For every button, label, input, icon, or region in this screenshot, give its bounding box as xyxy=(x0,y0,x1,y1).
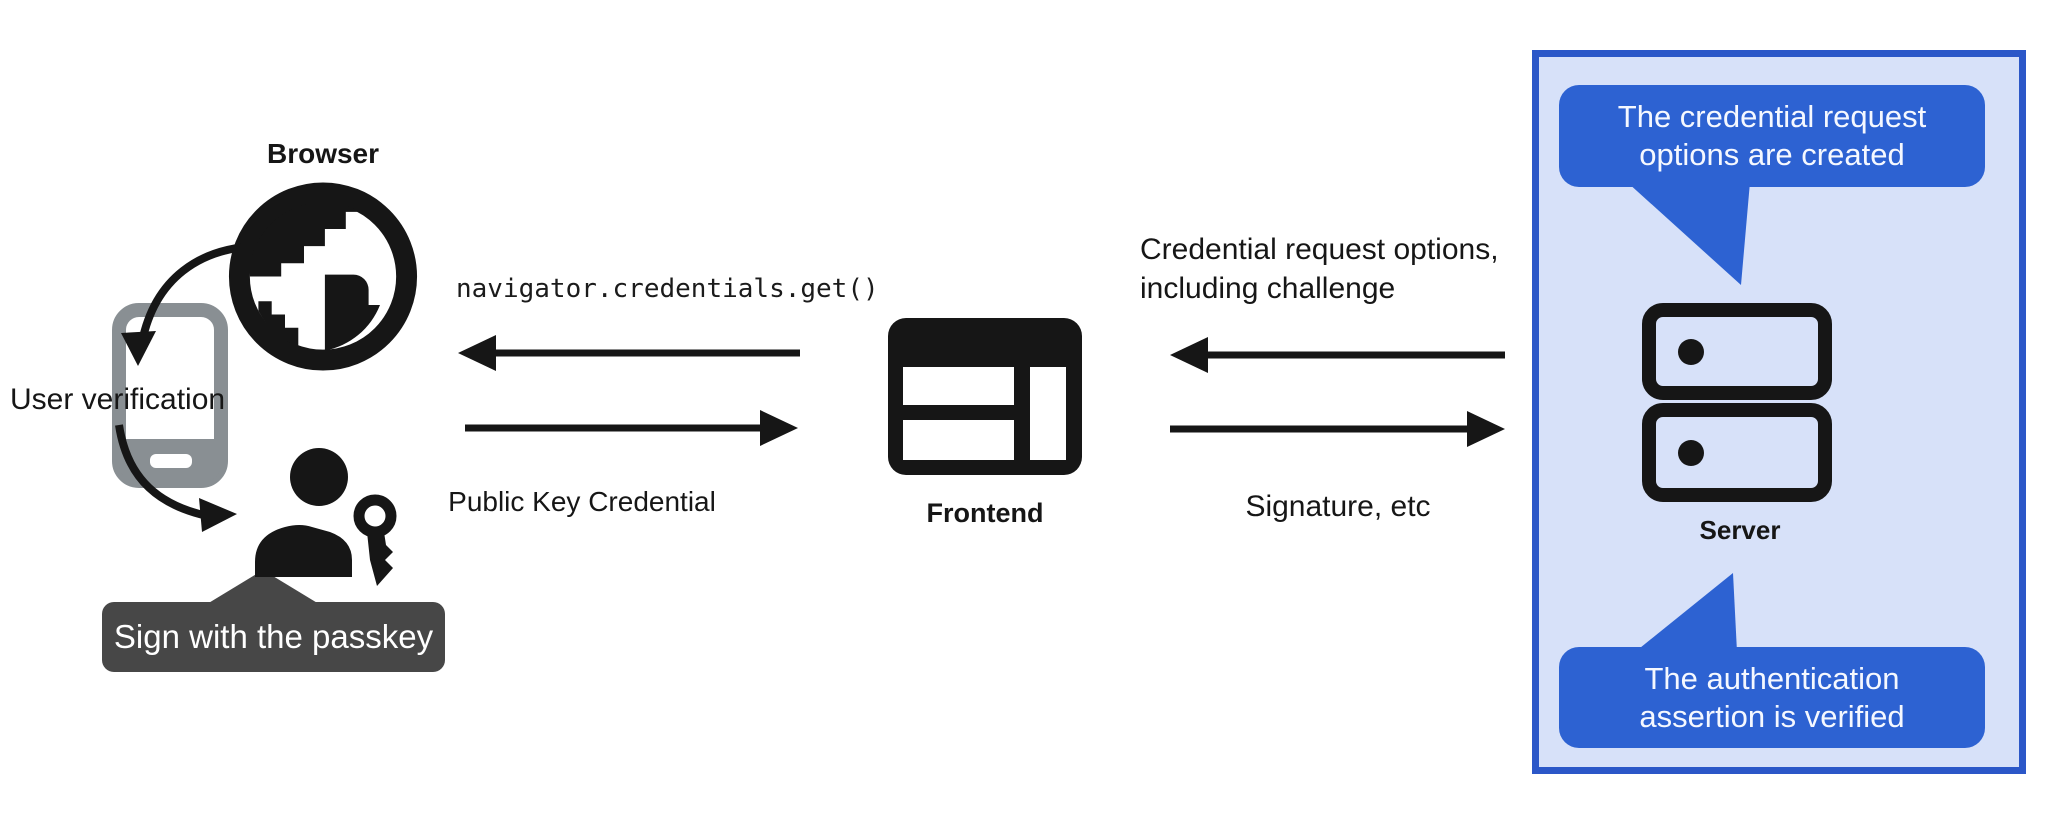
credential-request-options-label: Credential request options, including ch… xyxy=(1140,230,1499,308)
top-callout: The credential request options are creat… xyxy=(1559,85,1985,187)
sign-with-passkey-tooltip: Sign with the passkey xyxy=(102,602,445,672)
public-key-credential-label: Public Key Credential xyxy=(448,486,716,517)
browser-globe-icon xyxy=(228,182,418,371)
user-with-passkey-icon xyxy=(255,448,397,586)
bottom-callout-line2: assertion is verified xyxy=(1639,698,1905,734)
bottom-callout: The authentication assertion is verified xyxy=(1559,647,1985,748)
arrow-browser-to-frontend xyxy=(465,410,798,446)
bottom-callout-line1: The authentication xyxy=(1644,660,1900,696)
frontend-label: Frontend xyxy=(926,498,1044,528)
tooltip-text: Sign with the passkey xyxy=(113,618,434,655)
top-callout-line2: options are created xyxy=(1639,137,1905,172)
passkey-key-icon xyxy=(353,494,397,586)
user-verification-label: User verification xyxy=(10,383,226,416)
arrow-frontend-to-browser xyxy=(458,335,800,371)
arrow-server-to-frontend xyxy=(1170,337,1505,373)
api-call-code: navigator.credentials.get() xyxy=(456,274,879,304)
credential-request-options-line2: including challenge xyxy=(1140,272,1396,305)
top-callout-line1: The credential request xyxy=(1617,99,1927,134)
phone-home-bar xyxy=(150,454,192,468)
server-icon xyxy=(1642,303,1832,502)
browser-label: Browser xyxy=(266,138,380,169)
frontend-icon xyxy=(888,318,1082,475)
credential-request-options-line1: Credential request options, xyxy=(1140,233,1499,266)
arrow-frontend-to-server xyxy=(1170,411,1505,447)
signature-label: Signature, etc xyxy=(1245,490,1431,523)
server-label: Server xyxy=(1699,515,1781,545)
